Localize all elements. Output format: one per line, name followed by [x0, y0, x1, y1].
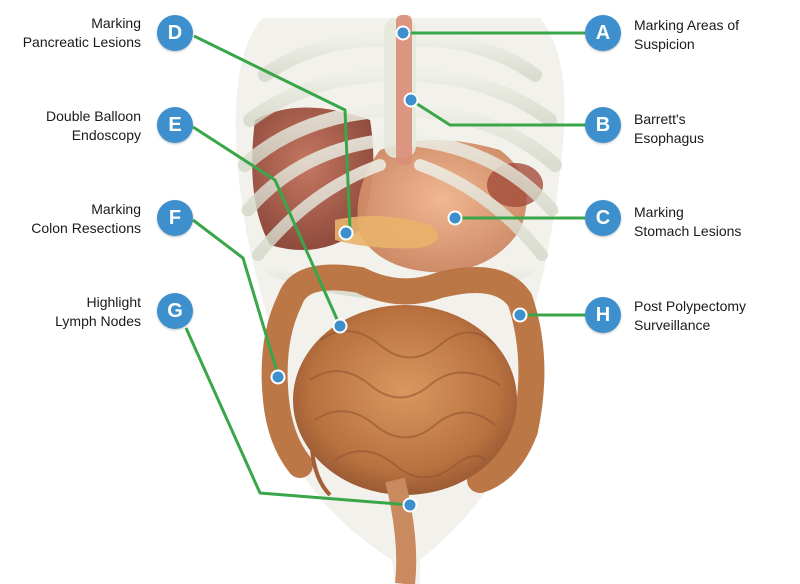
callout-a-line2: Suspicion	[634, 36, 695, 52]
callout-g-line1: Highlight	[86, 294, 141, 310]
intestine-coils	[309, 330, 501, 479]
callout-a-label: Marking Areas of Suspicion	[634, 16, 739, 54]
callout-d-line1: Marking	[91, 15, 141, 31]
leader-line-f	[192, 218, 280, 376]
marker-a	[395, 25, 411, 41]
callout-d-line2: Pancreatic Lesions	[22, 34, 141, 50]
marker-h	[512, 307, 528, 323]
marker-f	[270, 369, 286, 385]
callout-f-label: Marking Colon Resections	[31, 200, 141, 238]
callout-b-line1: Barrett's	[634, 111, 686, 127]
callout-h-line1: Post Polypectomy	[634, 298, 747, 314]
callout-b-badge[interactable]: B	[585, 107, 621, 143]
callout-c-label: Marking Stomach Lesions	[634, 203, 741, 241]
callout-c-line2: Stomach Lesions	[634, 223, 742, 239]
large-intestine	[261, 264, 545, 493]
callout-h-line2: Surveillance	[634, 317, 711, 333]
callout-g-label: Highlight Lymph Nodes	[55, 293, 141, 331]
callout-f-badge[interactable]: F	[157, 200, 193, 236]
leader-line-d	[193, 34, 352, 231]
leader-lines	[184, 31, 585, 507]
callout-g-line2: Lymph Nodes	[55, 313, 141, 329]
callout-c-line1: Marking	[634, 204, 684, 220]
callout-d-badge[interactable]: D	[157, 15, 193, 51]
callout-b-label: Barrett's Esophagus	[634, 110, 704, 148]
callout-a-badge[interactable]: A	[585, 15, 621, 51]
callout-e-label: Double Balloon Endoscopy	[46, 107, 141, 145]
callout-a-line1: Marking Areas of	[634, 17, 740, 33]
marker-d	[338, 225, 354, 241]
rectum	[385, 477, 417, 584]
marker-b	[403, 92, 419, 108]
callout-e-line2: Endoscopy	[71, 127, 141, 143]
marker-e	[332, 318, 348, 334]
callout-h-badge[interactable]: H	[585, 297, 621, 333]
esophagus	[396, 15, 412, 165]
callout-g-badge[interactable]: G	[157, 293, 193, 329]
callout-c-badge[interactable]: C	[585, 200, 621, 236]
target-markers	[270, 25, 528, 513]
callout-e-line1: Double Balloon	[46, 108, 141, 124]
marker-c	[447, 210, 463, 226]
callout-e-badge[interactable]: E	[157, 107, 193, 143]
leader-line-b	[410, 98, 585, 127]
pancreas	[335, 216, 438, 249]
callout-f-line1: Marking	[91, 201, 141, 217]
callout-d-label: Marking Pancreatic Lesions	[23, 14, 141, 52]
callout-f-line2: Colon Resections	[31, 220, 141, 236]
appendix	[310, 449, 332, 497]
callout-h-label: Post Polypectomy Surveillance	[634, 297, 746, 335]
small-intestine	[293, 305, 517, 495]
leader-line-e	[192, 125, 342, 327]
leader-line-g	[184, 327, 411, 507]
callout-b-line2: Esophagus	[634, 130, 705, 146]
marker-g	[402, 497, 418, 513]
